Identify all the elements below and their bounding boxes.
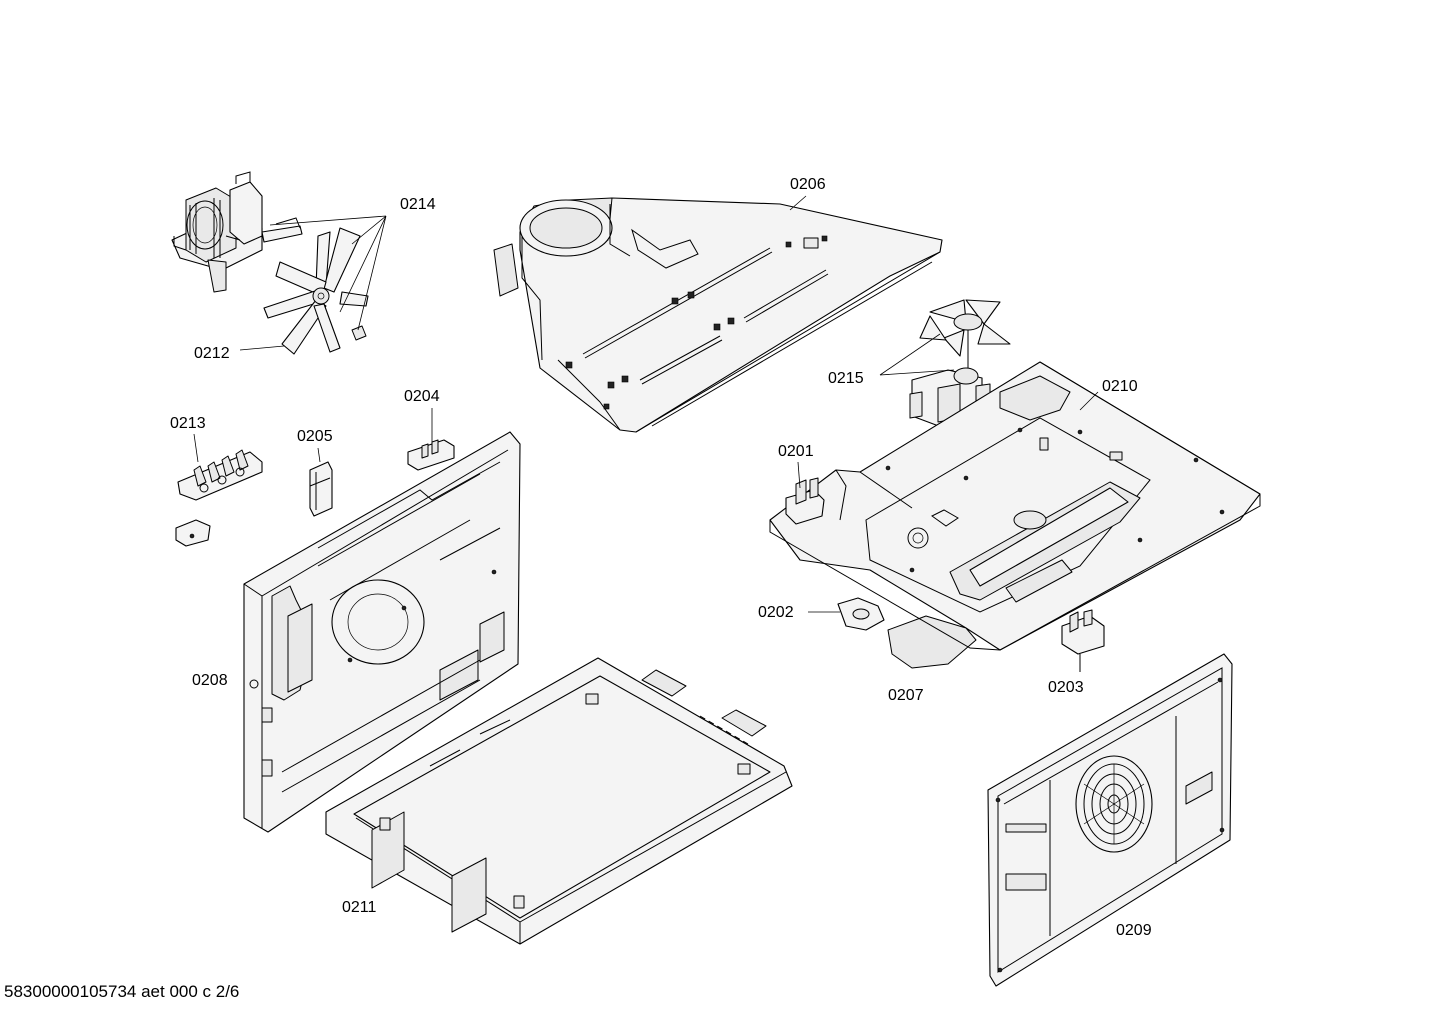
- connector-part[interactable]: [407, 439, 455, 471]
- label-0202: 0202: [758, 604, 794, 621]
- label-0203: 0203: [1048, 679, 1084, 696]
- housing-base-part[interactable]: [769, 361, 1261, 669]
- bracket-part[interactable]: [837, 597, 885, 631]
- label-0201: 0201: [778, 443, 814, 460]
- label-0205: 0205: [297, 428, 333, 445]
- label-0212: 0212: [194, 345, 230, 362]
- fan-motor-part[interactable]: [171, 171, 303, 293]
- air-duct-part[interactable]: [493, 197, 943, 433]
- label-0214: 0214: [400, 196, 436, 213]
- label-0204: 0204: [404, 388, 440, 405]
- thermostat-part[interactable]: [785, 477, 825, 525]
- label-0209: 0209: [1116, 922, 1152, 939]
- fan-impeller-part[interactable]: [263, 227, 369, 355]
- front-panel-part[interactable]: [987, 653, 1233, 987]
- label-0210: 0210: [1102, 378, 1138, 395]
- label-0206: 0206: [790, 176, 826, 193]
- label-0207: 0207: [888, 687, 924, 704]
- clip-part[interactable]: [309, 461, 333, 517]
- document-reference: 58300000105734 aet 000 c 2/6: [4, 982, 240, 1001]
- label-0211: 0211: [342, 899, 377, 916]
- rear-panel-part[interactable]: [243, 431, 521, 833]
- label-0208: 0208: [192, 672, 228, 689]
- bottom-frame-part[interactable]: [325, 657, 793, 945]
- label-0215: 0215: [828, 370, 864, 387]
- safety-thermostat-part[interactable]: [1061, 609, 1105, 672]
- terminal-block-part[interactable]: [175, 449, 263, 547]
- label-0213: 0213: [170, 415, 206, 432]
